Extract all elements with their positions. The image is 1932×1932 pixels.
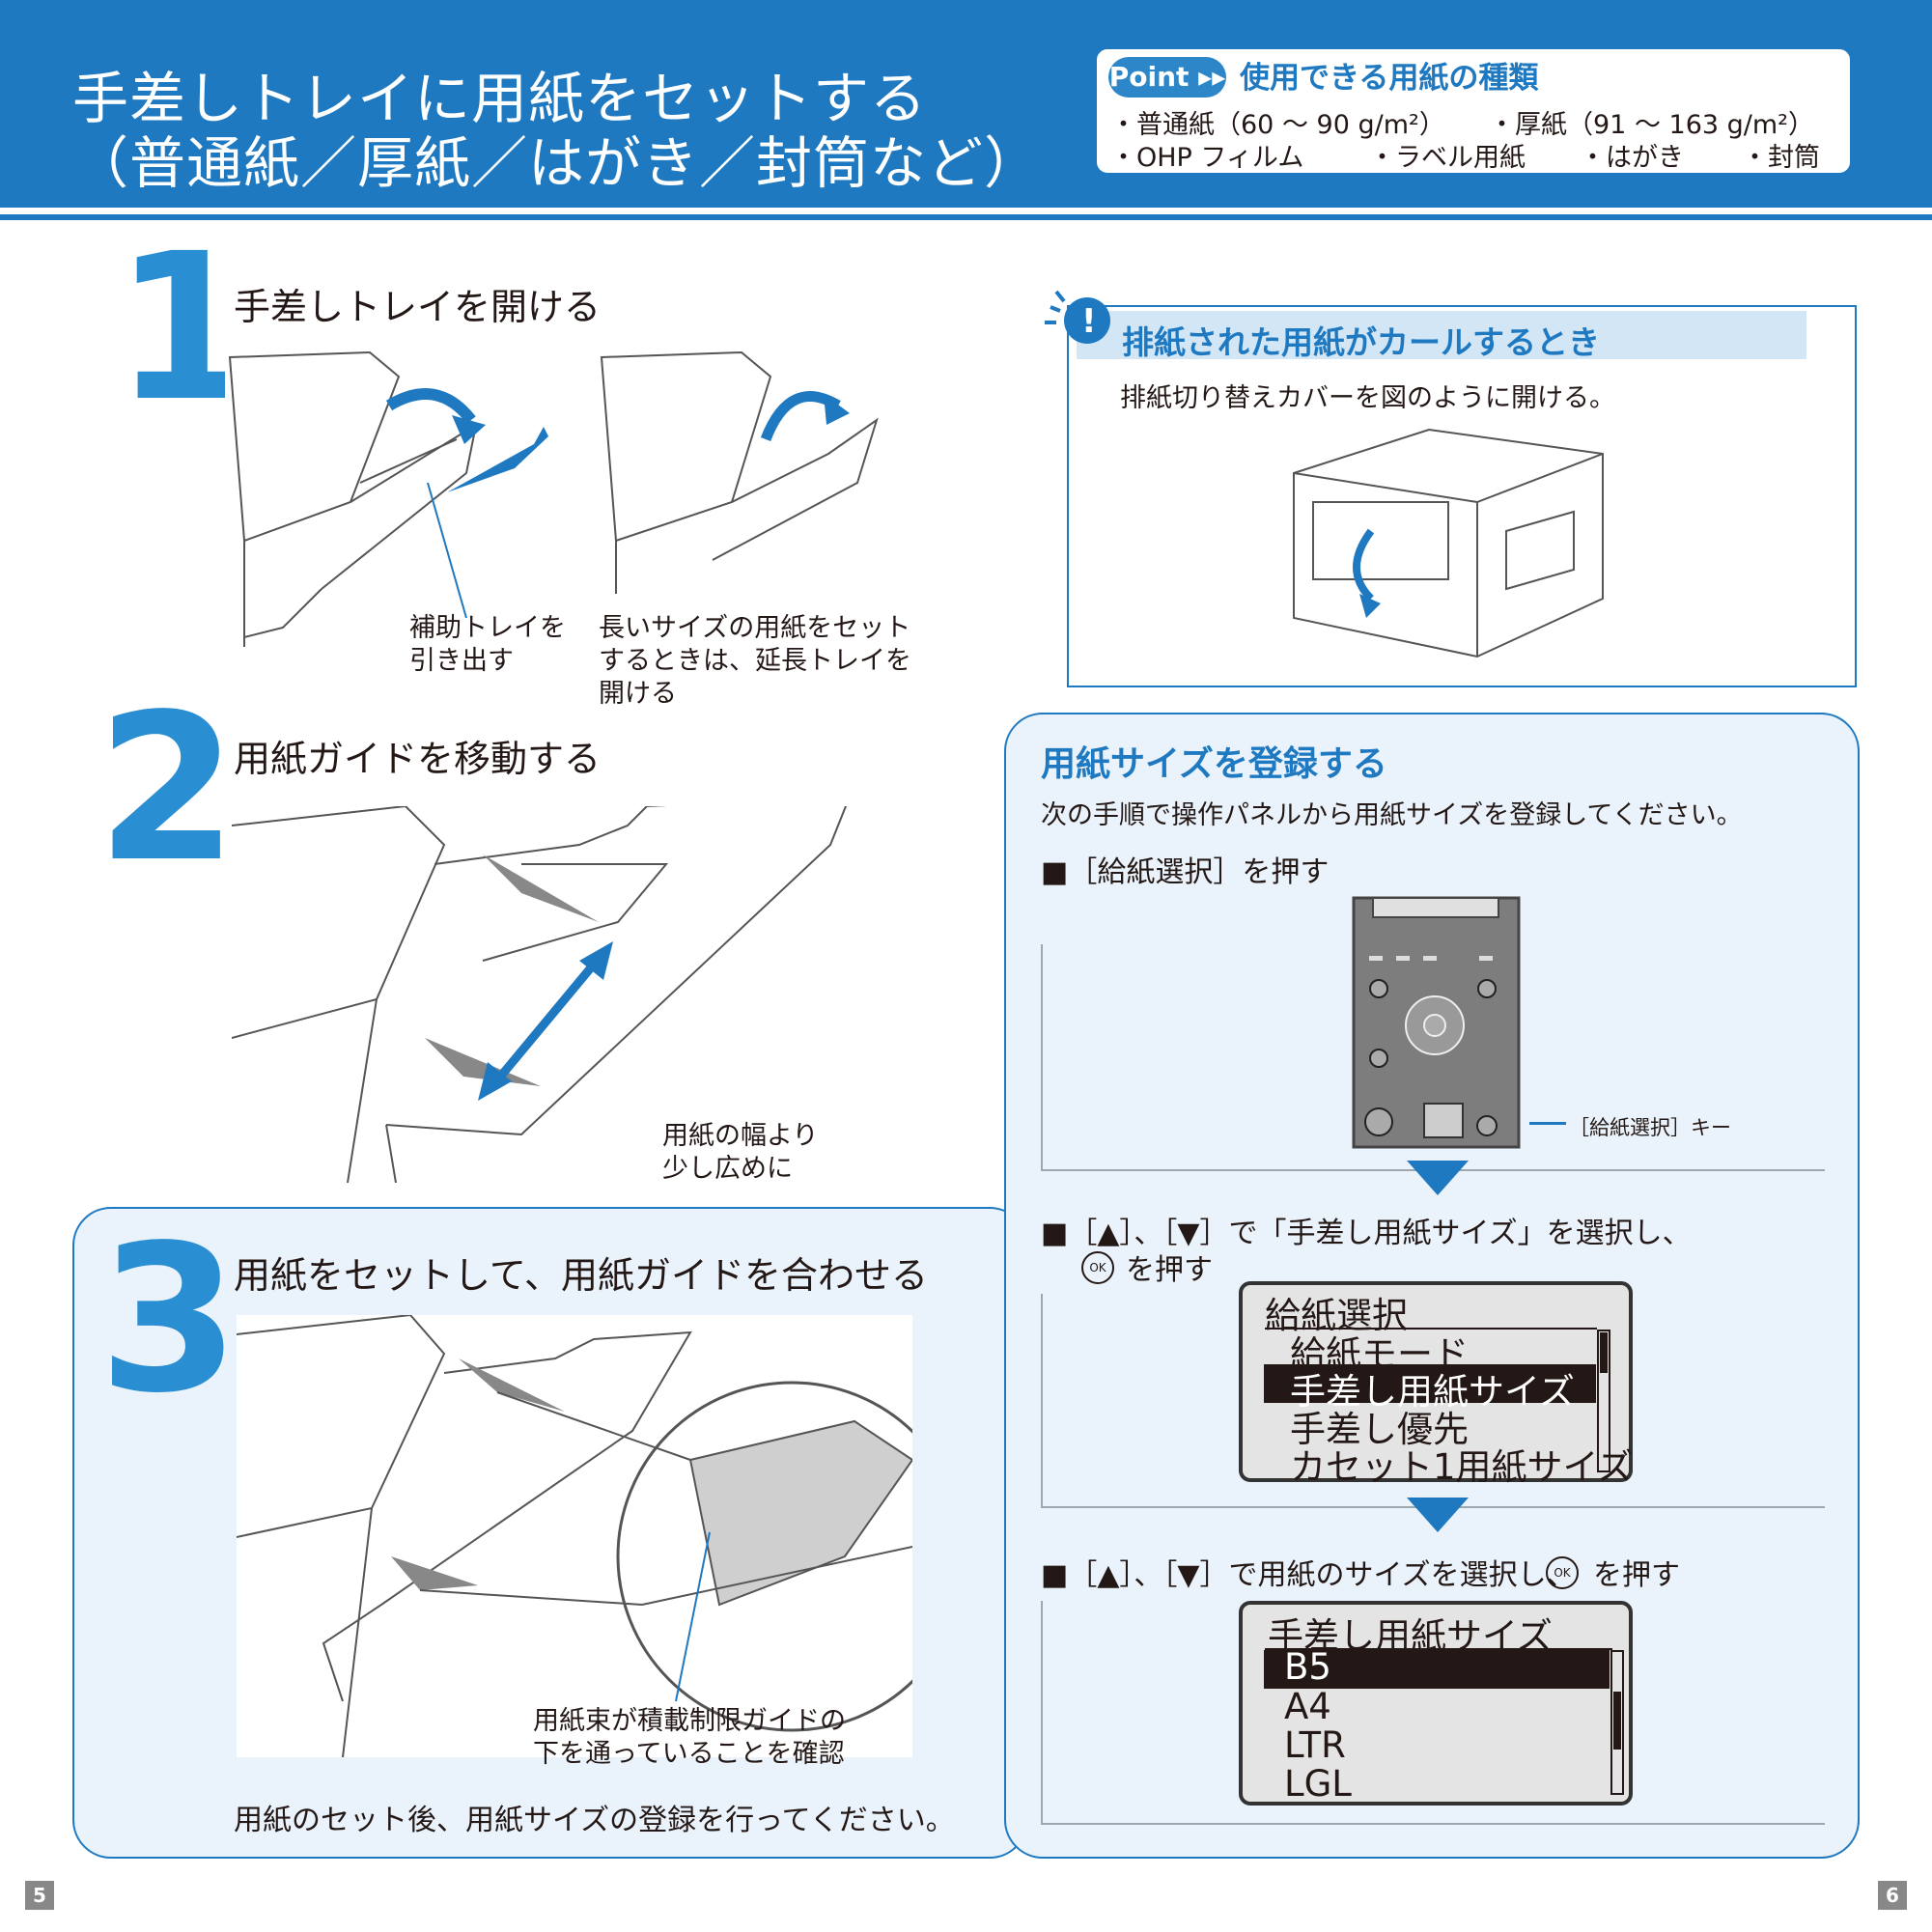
paper-guide-illustration [232, 806, 850, 1183]
lcd2-scrollbar [1610, 1650, 1624, 1795]
section-bracket-c [1041, 1601, 1043, 1825]
tray-open-illustration [225, 348, 573, 657]
lcd2-row-3: LGL [1284, 1763, 1352, 1805]
section-divider-c [1041, 1823, 1825, 1825]
lcd2-row-1: A4 [1284, 1686, 1331, 1727]
curl-tip-box [1067, 305, 1857, 687]
paper-select-key-label: ［給紙選択］キー [1569, 1116, 1731, 1139]
header-divider [0, 214, 1932, 220]
page-title-line1: 手差しトレイに用紙をセットする [72, 66, 928, 131]
step2-title: 用紙ガイドを移動する [234, 738, 602, 780]
control-panel-illustration [1352, 896, 1521, 1149]
lcd1-header-divider [1265, 1328, 1597, 1330]
lcd-bypass-size [1239, 1601, 1633, 1806]
step2-number: 2 [97, 670, 238, 907]
point-box: Point ▸▸ 使用できる用紙の種類 ・普通紙（60 ～ 90 g/m²） ・… [1094, 46, 1853, 176]
step1-caption-a-line2: 引き出す [409, 646, 514, 676]
lcd2-row-0: B5 [1284, 1646, 1331, 1688]
page-number-right: 6 [1878, 1881, 1907, 1910]
step3-caption-line1: 用紙束が積載制限ガイドの [533, 1706, 846, 1736]
register-intro: 次の手順で操作パネルから用紙サイズを登録してください。 [1041, 800, 1743, 830]
step1-title: 手差しトレイを開ける [234, 286, 602, 328]
register-step-c-post: を押す [1593, 1558, 1680, 1592]
svg-text:!: ! [1081, 302, 1097, 341]
step3-number: 3 [98, 1201, 240, 1438]
paper-type-ohp: ・OHP フィルム [1110, 143, 1304, 173]
curl-tip-body: 排紙切り替えカバーを図のように開ける。 [1120, 383, 1615, 413]
point-title: 使用できる用紙の種類 [1240, 61, 1539, 96]
paper-type-plain: ・普通紙（60 ～ 90 g/m²） [1110, 110, 1445, 140]
register-title: 用紙サイズを登録する [1041, 744, 1387, 784]
register-step-c-pre: ■［▲］、［▼］で用紙のサイズを選択し、 [1041, 1558, 1576, 1592]
lcd2-selection-bar [1264, 1650, 1610, 1689]
point-badge: Point ▸▸ [1108, 57, 1226, 98]
panel-key-leader [1529, 1122, 1566, 1125]
lcd1-row-2: 手差し優先 [1290, 1409, 1469, 1450]
lcd1-scrollbar [1597, 1330, 1610, 1472]
lcd2-scroll-thumb [1613, 1692, 1621, 1750]
lcd1-row-3: カセット1用紙サイズ [1290, 1446, 1634, 1488]
arrow-down-a [1407, 1161, 1469, 1195]
step2-caption-line2: 少し広めに [662, 1154, 793, 1184]
paper-type-label: ・ラベル用紙 [1369, 143, 1526, 173]
register-step-a: ■［給紙選択］を押す [1041, 855, 1330, 889]
extension-tray-illustration [597, 348, 886, 599]
step1-caption-b-line1: 長いサイズの用紙をセット [599, 613, 911, 643]
page-number-left: 5 [25, 1881, 54, 1910]
paper-type-envelope: ・封筒 [1742, 143, 1820, 173]
section-bracket-a [1041, 944, 1043, 1171]
paper-set-illustration [237, 1315, 912, 1757]
paper-type-heavy: ・厚紙（91 ～ 163 g/m²） [1489, 110, 1814, 140]
step1-caption-a-line1: 補助トレイを [409, 613, 566, 643]
step1-caption-b-line3: 開ける [599, 679, 677, 709]
section-bracket-b [1041, 1294, 1043, 1508]
curl-tip-title: 排紙された用紙がカールするとき [1122, 323, 1600, 361]
page-title-line2: （普通紙／厚紙／はがき／封筒など） [72, 130, 1042, 196]
step3-caption-line2: 下を通っていることを確認 [533, 1739, 845, 1769]
lcd2-row-2: LTR [1284, 1724, 1346, 1766]
ok-key-icon-2: OK [1546, 1556, 1579, 1589]
lcd1-selection-bar [1264, 1364, 1596, 1403]
printer-rear-illustration [1293, 428, 1604, 658]
step2-caption-line1: 用紙の幅より [662, 1121, 819, 1151]
curl-tip-header [1077, 311, 1806, 359]
step3-title: 用紙をセットして、用紙ガイドを合わせる [234, 1254, 928, 1297]
register-step-b-line2: を押す [1126, 1253, 1213, 1287]
lcd1-row-1: 手差し用紙サイズ [1290, 1371, 1575, 1413]
register-step-b-line1: ■［▲］、［▼］で「手差し用紙サイズ」を選択し、 [1041, 1217, 1692, 1250]
step1-caption-b-line2: するときは、延長トレイを [599, 646, 911, 676]
ok-key-icon: OK [1081, 1251, 1114, 1284]
tip-icon: ! [1045, 290, 1110, 344]
paper-type-postcard: ・はがき [1580, 143, 1684, 173]
lcd1-scroll-thumb [1600, 1332, 1608, 1373]
step3-note: 用紙のセット後、用紙サイズの登録を行ってください。 [234, 1804, 955, 1837]
arrow-down-b [1407, 1498, 1469, 1532]
lcd2-header-divider [1265, 1648, 1612, 1650]
